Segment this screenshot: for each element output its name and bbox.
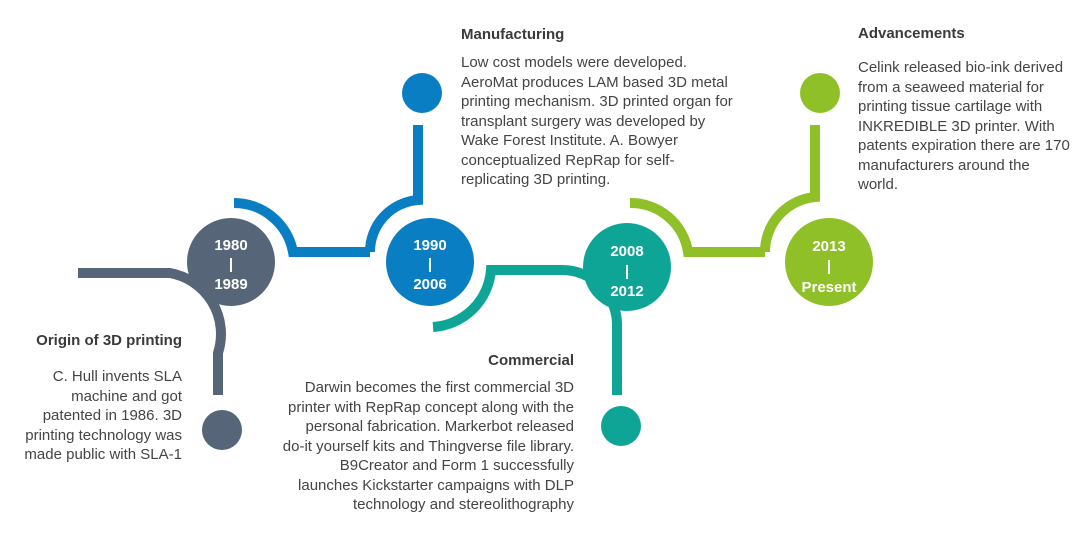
milestone-origin-title: Origin of 3D printing <box>36 332 182 349</box>
era-1990-2006-node: 1990 | 2006 <box>386 218 474 306</box>
era-1-end-year: 1989 <box>214 276 247 293</box>
era-4-separator: | <box>827 258 831 275</box>
milestone-manufacturing-description: Low cost models were developed. AeroMat … <box>461 54 733 188</box>
milestone-origin-block: Origin of 3D printing C. Hull invents SL… <box>10 331 182 465</box>
milestone-origin-description: C. Hull invents SLA machine and got pate… <box>24 368 182 463</box>
era-2-separator: | <box>428 256 432 273</box>
milestone-commercial-title: Commercial <box>488 352 574 369</box>
era-2013-present-connector <box>629 73 840 257</box>
era-2-start-year: 1990 <box>413 237 446 254</box>
milestone-manufacturing-title: Manufacturing <box>461 26 565 43</box>
era-1980-1989-connector <box>78 268 242 450</box>
era-3-start-year: 2008 <box>610 243 643 260</box>
milestone-advancements-title: Advancements <box>858 25 965 42</box>
era-2008-2012-node: 2008 | 2012 <box>583 223 671 311</box>
milestone-manufacturing-block: Manufacturing Low cost models were devel… <box>461 25 741 190</box>
era-1-start-year: 1980 <box>214 237 247 254</box>
era-4-end-year: Present <box>801 279 856 296</box>
era-1990-2006-connector <box>233 73 442 257</box>
era-3-separator: | <box>625 263 629 280</box>
era-4-start-year: 2013 <box>812 238 845 255</box>
milestone-advancements-description: Celink released bio-ink derived from a s… <box>858 59 1070 193</box>
era-3-end-year: 2012 <box>610 283 643 300</box>
milestone-commercial-block: Commercial Darwin becomes the first comm… <box>282 351 574 515</box>
milestone-commercial-description: Darwin becomes the first commercial 3D p… <box>282 379 574 513</box>
era-2-end-year: 2006 <box>413 276 446 293</box>
era-2013-present-node: 2013 | Present <box>785 218 873 306</box>
era-1-separator: | <box>229 256 233 273</box>
milestone-advancements-block: Advancements Celink released bio-ink der… <box>858 24 1073 195</box>
era-1980-1989-node: 1980 | 1989 <box>187 218 275 306</box>
